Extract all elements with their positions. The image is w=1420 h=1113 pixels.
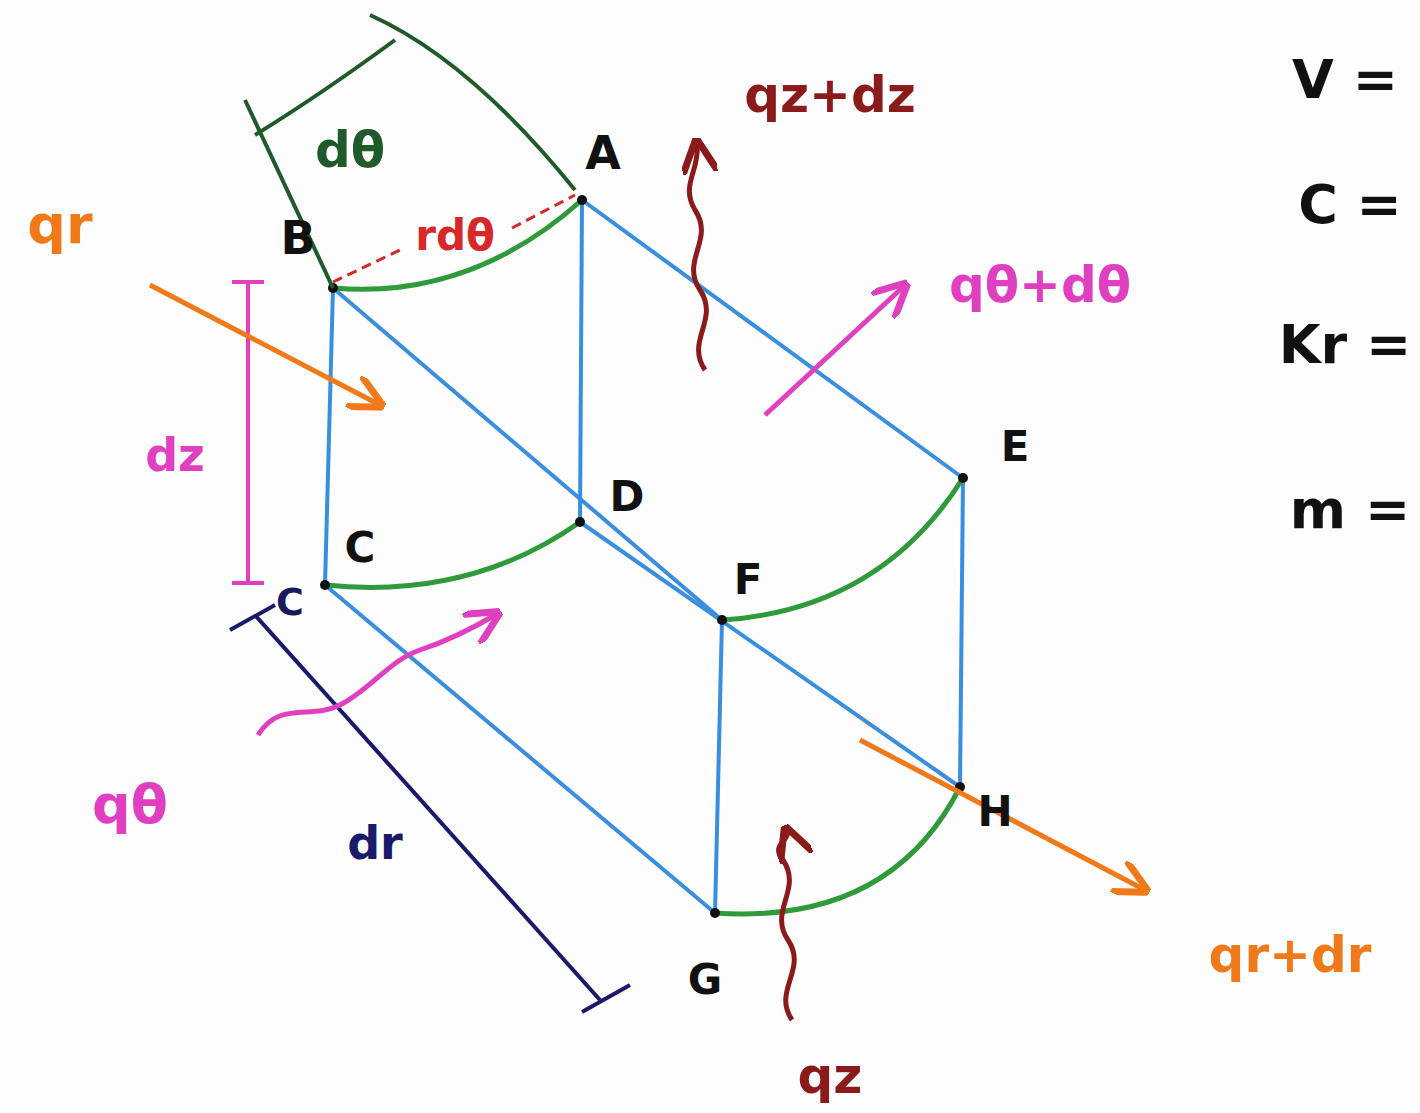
note-label: V = <box>1292 50 1398 109</box>
point-label: E <box>1001 424 1030 470</box>
corner-dots <box>320 195 968 918</box>
point-label: H <box>977 789 1012 835</box>
point-label: B <box>280 213 315 264</box>
note-label: C = <box>1298 175 1402 234</box>
flux-label: qr <box>27 195 92 254</box>
note-label: m = <box>1290 480 1410 539</box>
arc-length-mark <box>333 195 575 282</box>
flux-label: qθ <box>92 775 168 834</box>
dr-bracket <box>230 605 630 1012</box>
angle-mark <box>245 15 575 288</box>
point-label: G <box>688 957 722 1003</box>
dimension-label: dz <box>145 430 205 481</box>
point-label: C <box>345 525 376 571</box>
note-label: Kr = <box>1279 315 1412 374</box>
angle-label: dθ <box>315 123 385 178</box>
dz-bracket <box>232 282 264 583</box>
flux-arrows <box>150 145 1143 1020</box>
element-arcs <box>325 200 963 914</box>
point-label: D <box>610 474 645 520</box>
arc-length-label: rdθ <box>415 213 495 259</box>
flux-label: qr+dr <box>1209 928 1372 983</box>
point-label: F <box>734 557 763 603</box>
point-label: A <box>585 128 621 179</box>
dimension-label: dr <box>347 818 403 869</box>
flux-label: qz <box>798 1049 863 1104</box>
corner-label: C <box>276 582 304 624</box>
flux-label: qz+dz <box>744 68 916 123</box>
flux-label: qθ+dθ <box>949 258 1131 313</box>
element-edges <box>325 200 963 913</box>
